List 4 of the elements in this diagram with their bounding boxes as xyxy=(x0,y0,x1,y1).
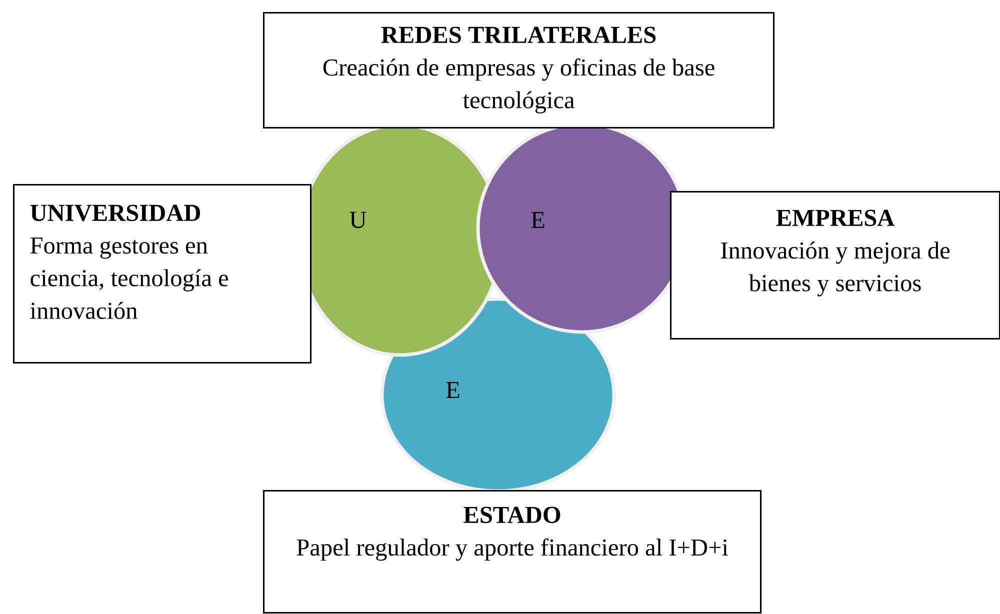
text-box: EMPRESA Innovación y mejora de bienes y servicios xyxy=(670,191,1000,340)
text-box: ESTADO Papel regulador y aporte financiero al I+D+i xyxy=(263,490,762,614)
text-box: UNIVERSIDAD Forma gestores en ciencia, tecnología e innovación xyxy=(13,184,312,364)
text-box: REDES TRILATERALES Creación de empresas y oficinas de base tecnológica xyxy=(263,12,775,129)
